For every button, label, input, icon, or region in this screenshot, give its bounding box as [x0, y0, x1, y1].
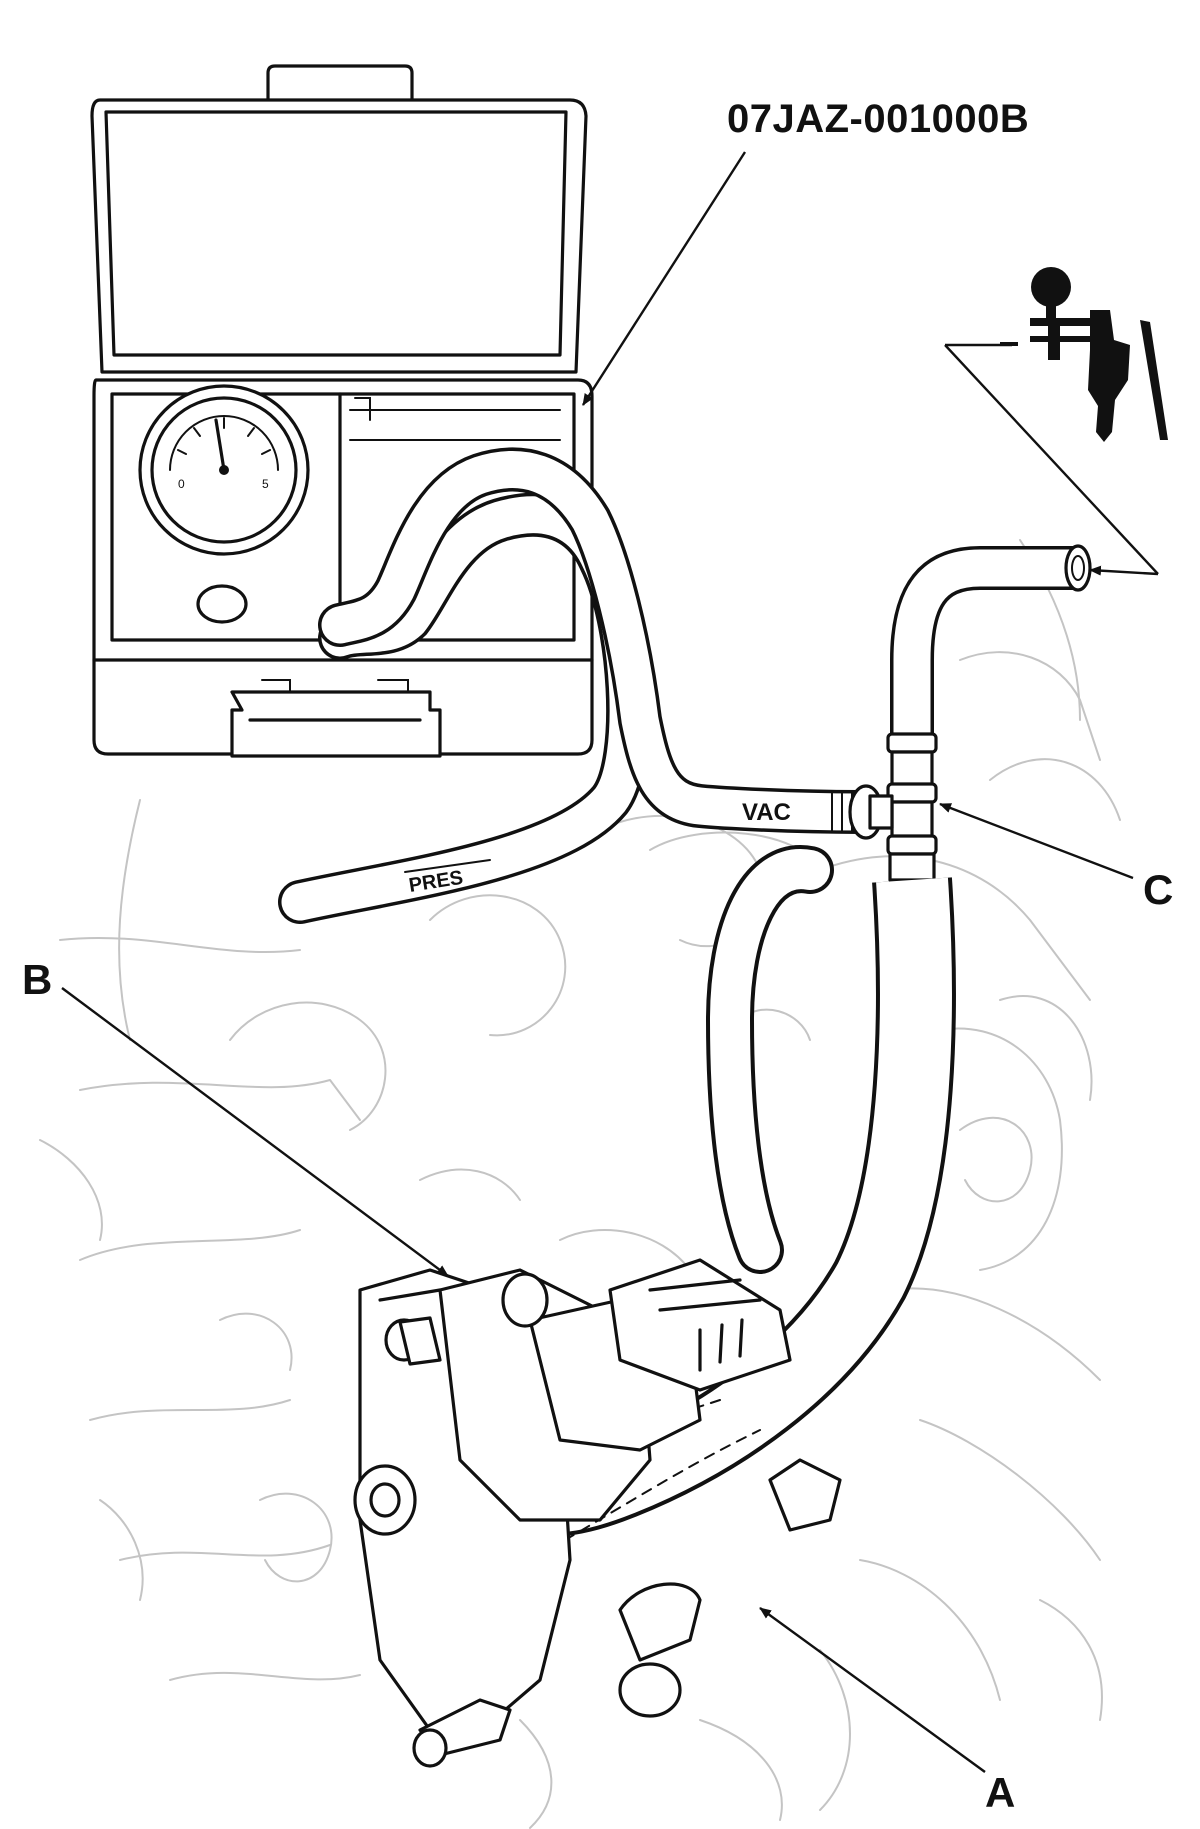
- vac-label: VAC: [742, 799, 791, 826]
- vacuum-pump-icon: [1000, 267, 1168, 442]
- callout-a: A: [985, 1769, 1016, 1816]
- svg-text:0: 0: [178, 477, 185, 491]
- secondary-hose: [705, 845, 834, 1274]
- purge-control-solenoid-valve: [353, 1258, 842, 1768]
- tester-part-number-label: 07JAZ-001000B: [727, 97, 1030, 141]
- t-fitting: [868, 732, 938, 882]
- pump-connection-hose: [890, 544, 1092, 740]
- svg-text:5: 5: [262, 477, 269, 491]
- callout-b: B: [22, 956, 53, 1003]
- leader-lines: [61, 151, 1159, 1773]
- engine-background: [39, 539, 1121, 1829]
- callout-c: C: [1143, 866, 1174, 913]
